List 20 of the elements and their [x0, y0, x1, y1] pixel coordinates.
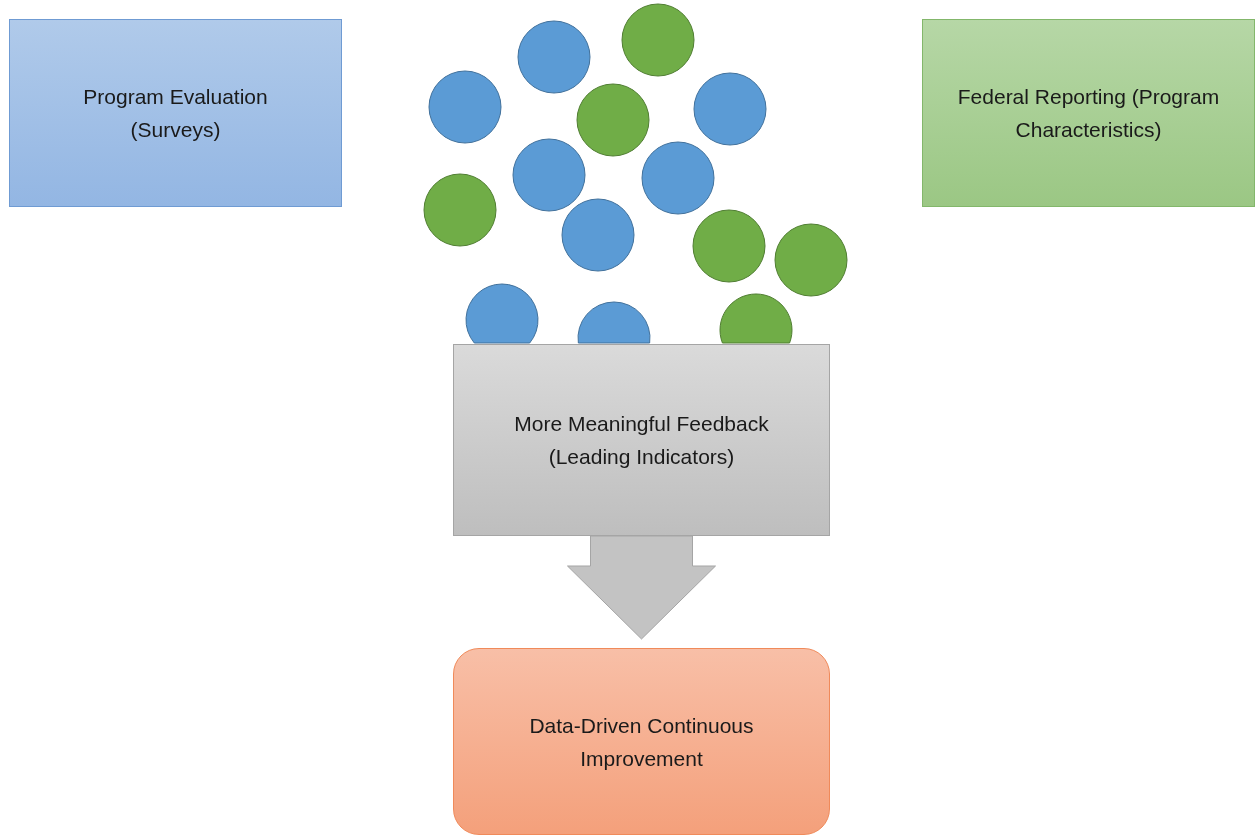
box-label: More Meaningful Feedback (Leading Indicators)	[513, 411, 770, 470]
circle-shape	[641, 141, 715, 215]
circle-shape	[693, 72, 767, 146]
circle-shape	[423, 173, 497, 247]
box-label: Program Evaluation (Surveys)	[82, 84, 269, 143]
box-label: Federal Reporting (Program Characteristics)	[956, 84, 1221, 143]
circle-shape	[621, 3, 695, 77]
circle-shape	[428, 70, 502, 144]
circle-shape	[561, 198, 635, 272]
circle-shape	[774, 223, 848, 297]
circle-shape	[512, 138, 586, 212]
input-box	[922, 19, 1255, 207]
outcome-box	[453, 648, 830, 835]
input-box	[9, 19, 342, 207]
circle-shape	[576, 83, 650, 157]
circle-shape	[692, 209, 766, 283]
feedback-box	[453, 344, 830, 536]
down-arrow	[567, 535, 716, 640]
box-label: Data-Driven Continuous Improvement	[528, 712, 755, 772]
circle-shape	[517, 20, 591, 94]
